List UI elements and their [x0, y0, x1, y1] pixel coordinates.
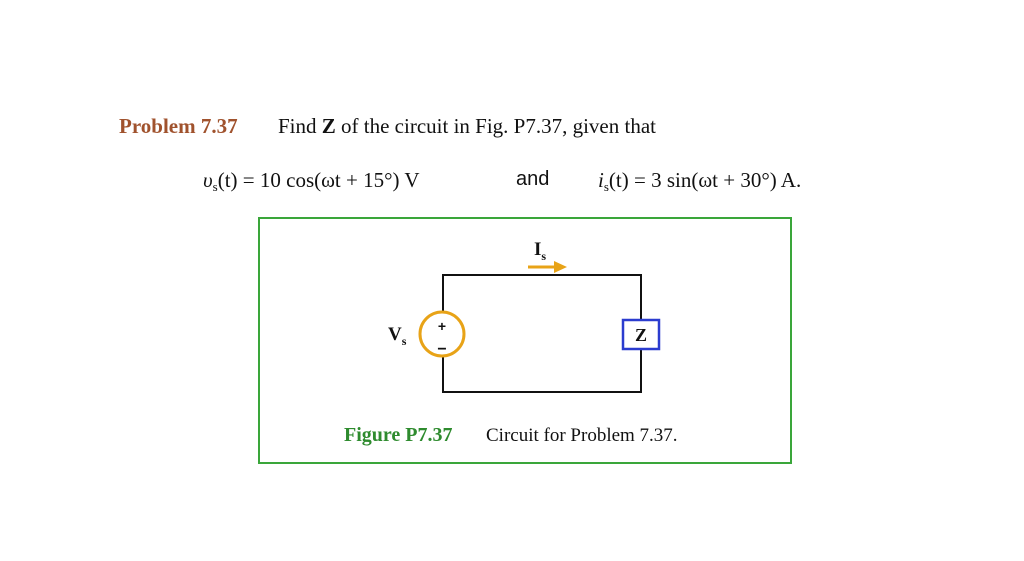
- current-label: Is: [534, 239, 546, 263]
- problem-text-after: of the circuit in Fig. P7.37, given that: [335, 114, 656, 138]
- current-label-sub: s: [541, 249, 546, 263]
- voltage-source-circle: [418, 310, 466, 358]
- figure-caption: Circuit for Problem 7.37.: [486, 425, 678, 446]
- source-label: Vs: [388, 324, 407, 348]
- is-expression: (t) = 3 sin(ωt + 30°) A.: [608, 168, 802, 192]
- vs-variable: υ: [203, 168, 213, 192]
- wire-top: [442, 274, 642, 320]
- impedance-label: Z: [635, 325, 647, 345]
- is-equation: is(t) = 3 sin(ωt + 30°) A.: [598, 168, 801, 195]
- is-subscript: s: [603, 179, 609, 194]
- source-minus: −: [437, 341, 446, 358]
- vs-subscript: s: [212, 179, 218, 194]
- vs-expression: (t) = 10 cos(ωt + 15°) V: [217, 168, 420, 192]
- source-label-main: V: [388, 324, 402, 345]
- and-word: and: [516, 168, 550, 190]
- current-arrow-head: [554, 261, 567, 273]
- figure-box: [258, 217, 792, 464]
- source-plus: +: [438, 318, 446, 334]
- impedance-box: [621, 318, 661, 351]
- problem-label: Problem 7.37: [119, 114, 238, 138]
- vs-equation: υs(t) = 10 cos(ωt + 15°) V: [203, 168, 420, 195]
- figure-label: Figure P7.37: [344, 424, 453, 446]
- current-label-main: I: [534, 239, 541, 260]
- problem-text-before: Find: [278, 114, 322, 138]
- is-variable: i: [598, 168, 604, 192]
- wire-bottom: [442, 349, 642, 393]
- problem-z: Z: [321, 114, 336, 138]
- problem-statement: Find Z of the circuit in Fig. P7.37, giv…: [278, 114, 656, 139]
- source-label-sub: s: [402, 334, 407, 348]
